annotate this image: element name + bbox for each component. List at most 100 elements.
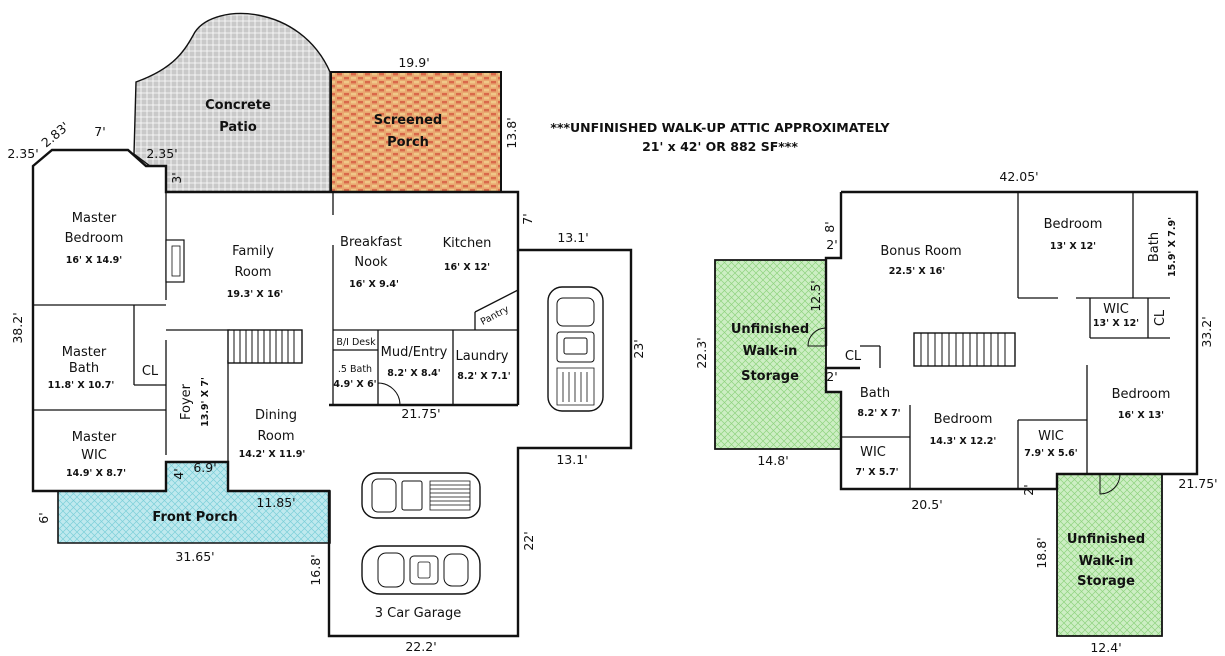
wic-1-label: WIC — [1103, 302, 1129, 317]
attic-note-line-2: 21' x 42' OR 882 SF*** — [642, 139, 798, 154]
laundry-size: 8.2' X 7.1' — [457, 371, 510, 382]
bedroom-3-label: Bedroom — [1112, 387, 1171, 402]
mud-entry-size: 8.2' X 8.4' — [387, 368, 440, 379]
dim-porch-4: 4' — [171, 468, 186, 479]
dining-room-label-2: Room — [257, 429, 294, 444]
storage2-door-swing — [1099, 473, 1121, 495]
bedroom-1-label: Bedroom — [1044, 217, 1103, 232]
closet-label: CL — [142, 364, 159, 379]
family-room-label-1: Family — [232, 244, 274, 259]
concrete-patio-label-1: Concrete — [205, 98, 271, 113]
dim-left-2b: 2' — [826, 369, 837, 384]
first-floor-interior-walls — [33, 192, 519, 462]
truck-icon — [547, 286, 604, 412]
bath-2-size: 8.2' X 7' — [857, 408, 900, 419]
storage-2-label-2: Walk-in — [1079, 554, 1134, 569]
dim-bottom-3165: 31.65' — [175, 549, 214, 564]
dim-garage-top: 13.1' — [557, 230, 588, 245]
dim-porch-top: 19.9' — [398, 55, 429, 70]
dim-laundry-bottom: 21.75' — [401, 406, 440, 421]
wic-3-size: 7.9' X 5.6' — [1024, 448, 1077, 459]
master-bedroom-size: 16' X 14.9' — [66, 255, 122, 266]
wic-1-size: 13' X 12' — [1093, 318, 1139, 329]
master-bath-size: 11.8' X 10.7' — [48, 380, 115, 391]
dim-bottom-2: 2' — [1021, 484, 1036, 495]
dim-garage-mid: 13.1' — [556, 452, 587, 467]
dim-stor-223: 22.3' — [694, 337, 709, 368]
bonus-room-label: Bonus Room — [880, 244, 961, 259]
wic-3-label: WIC — [1038, 429, 1064, 444]
master-bath-label-1: Master — [62, 345, 107, 360]
storage-2-label-3: Storage — [1077, 574, 1135, 589]
dim-stor2-124: 12.4' — [1090, 640, 1121, 655]
garage-label: 3 Car Garage — [375, 606, 462, 621]
storage-door-swing — [807, 327, 827, 347]
second-floor-interior-walls — [841, 192, 1170, 489]
breakfast-nook-label-2: Nook — [354, 255, 388, 270]
cl-2-label: CL — [845, 349, 862, 364]
first-floor-exterior — [31, 148, 633, 638]
dim-left-2a: 2' — [826, 237, 837, 252]
screened-porch-label-1: Screened — [374, 113, 443, 128]
dim-right-2175: 21.75' — [1178, 476, 1217, 491]
screened-porch-area — [330, 71, 502, 193]
dim-porch-1185: 11.85' — [256, 495, 295, 510]
dim-left-38: 38.2' — [10, 312, 25, 343]
dim-bottom-205: 20.5' — [911, 497, 942, 512]
family-room-size: 19.3' X 16' — [227, 289, 283, 300]
dim-garage-168: 16.8' — [308, 554, 323, 585]
dim-porch-69: 6.9' — [193, 460, 216, 475]
bath-1-label: Bath — [1147, 232, 1162, 262]
dining-room-size: 14.2' X 11.9' — [239, 449, 306, 460]
cl-1-label: CL — [1153, 309, 1168, 326]
dim-step-3: 3' — [169, 172, 184, 183]
dim-porch-side: 13.8' — [504, 117, 519, 148]
bonus-room-size: 22.5' X 16' — [889, 266, 945, 277]
master-wic-label-1: Master — [72, 430, 117, 445]
dim-stor2-188: 18.8' — [1034, 537, 1049, 568]
dim-garage-bottom: 22.2' — [405, 639, 436, 654]
family-room-label-2: Room — [234, 265, 271, 280]
bath-1-size: 15.9' X 7.9' — [1167, 217, 1178, 277]
suv-icon — [361, 472, 481, 519]
half-bath-door-swing — [377, 382, 401, 406]
dim-garage-23: 23' — [631, 339, 646, 358]
half-bath-label: .5 Bath — [338, 364, 372, 375]
bedroom-2-size: 14.3' X 12.2' — [930, 436, 997, 447]
dim-angle-c: 7' — [94, 124, 105, 139]
concrete-patio-label-2: Patio — [219, 120, 257, 135]
dim-stor-148: 14.8' — [757, 453, 788, 468]
master-wic-size: 14.9' X 8.7' — [66, 468, 126, 479]
first-floor-stairs — [227, 329, 303, 364]
storage-1-label-2: Walk-in — [743, 344, 798, 359]
dim-left-8: 8' — [822, 221, 837, 232]
kitchen-size: 16' X 12' — [444, 262, 490, 273]
bi-desk-label: B/I Desk — [336, 337, 376, 348]
kitchen-label: Kitchen — [443, 236, 492, 251]
dim-kitchen-7: 7' — [520, 213, 535, 224]
dim-right-332: 33.2' — [1199, 316, 1214, 347]
dim-angle-b: 2.83' — [38, 119, 72, 151]
storage-1-label-3: Storage — [741, 369, 799, 384]
dim-stor-125: 12.5' — [808, 280, 823, 311]
wic-2-label: WIC — [860, 445, 886, 460]
attic-note-line-1: ***UNFINISHED WALK-UP ATTIC APPROXIMATEL… — [550, 120, 890, 135]
second-floor-exterior — [824, 190, 1199, 491]
breakfast-nook-size: 16' X 9.4' — [349, 279, 399, 290]
master-wic-label-2: WIC — [81, 448, 107, 463]
master-bedroom-label-1: Master — [72, 211, 117, 226]
master-bath-label-2: Bath — [69, 361, 99, 376]
master-bedroom-label-2: Bedroom — [65, 231, 124, 246]
foyer-label: Foyer — [179, 383, 194, 420]
breakfast-nook-label-1: Breakfast — [340, 235, 402, 250]
laundry-label: Laundry — [456, 349, 509, 364]
bedroom-2-label: Bedroom — [934, 412, 993, 427]
dining-room-label-1: Dining — [255, 408, 297, 423]
storage-1-label-1: Unfinished — [731, 322, 809, 337]
dim-garage-22: 22' — [521, 531, 536, 550]
bedroom-1-size: 13' X 12' — [1050, 241, 1096, 252]
front-porch-label: Front Porch — [152, 510, 237, 525]
second-floor-stairs — [913, 332, 1016, 367]
foyer-size: 13.9' X 7' — [200, 377, 211, 427]
